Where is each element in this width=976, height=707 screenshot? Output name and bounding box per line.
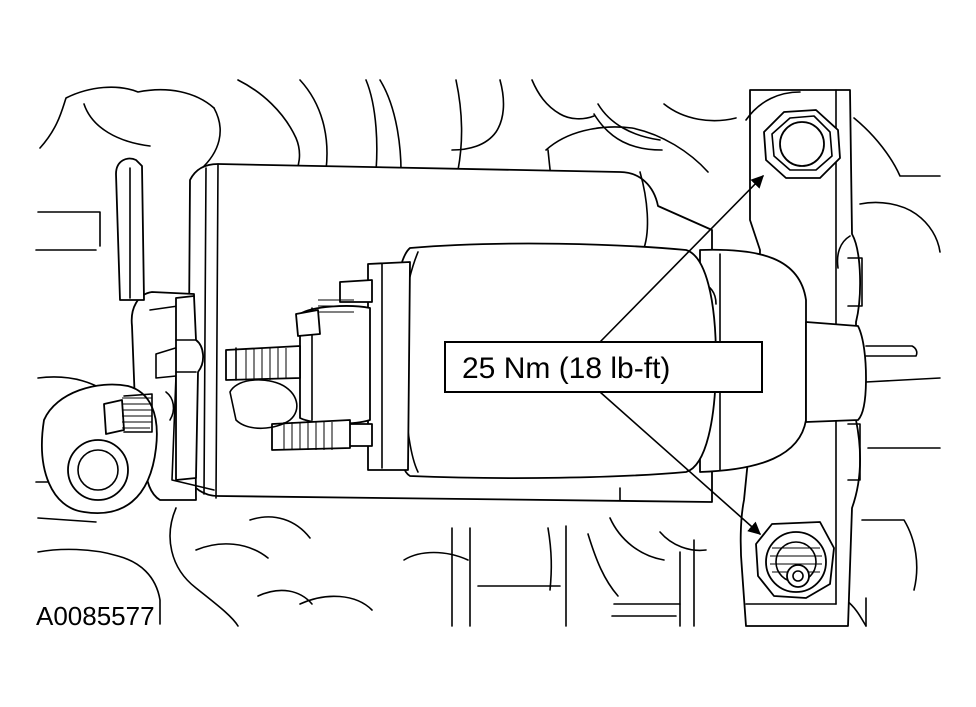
- background-engine-outline: [35, 79, 941, 627]
- figure-id-label: A0085577: [36, 601, 155, 631]
- torque-leader-arrows: [599, 175, 764, 535]
- lower-mounting-bolt: [755, 521, 835, 599]
- upper-bolt-arrow: [599, 175, 764, 343]
- left-mounting-ear: [41, 383, 158, 514]
- upper-mounting-bolt: [763, 109, 841, 179]
- torque-callout-box: [444, 341, 763, 393]
- torque-callout: 25 Nm (18 lb-ft): [444, 341, 763, 393]
- lower-bolt-arrow: [599, 391, 761, 535]
- torque-spec-label: 25 Nm (18 lb-ft): [462, 352, 670, 385]
